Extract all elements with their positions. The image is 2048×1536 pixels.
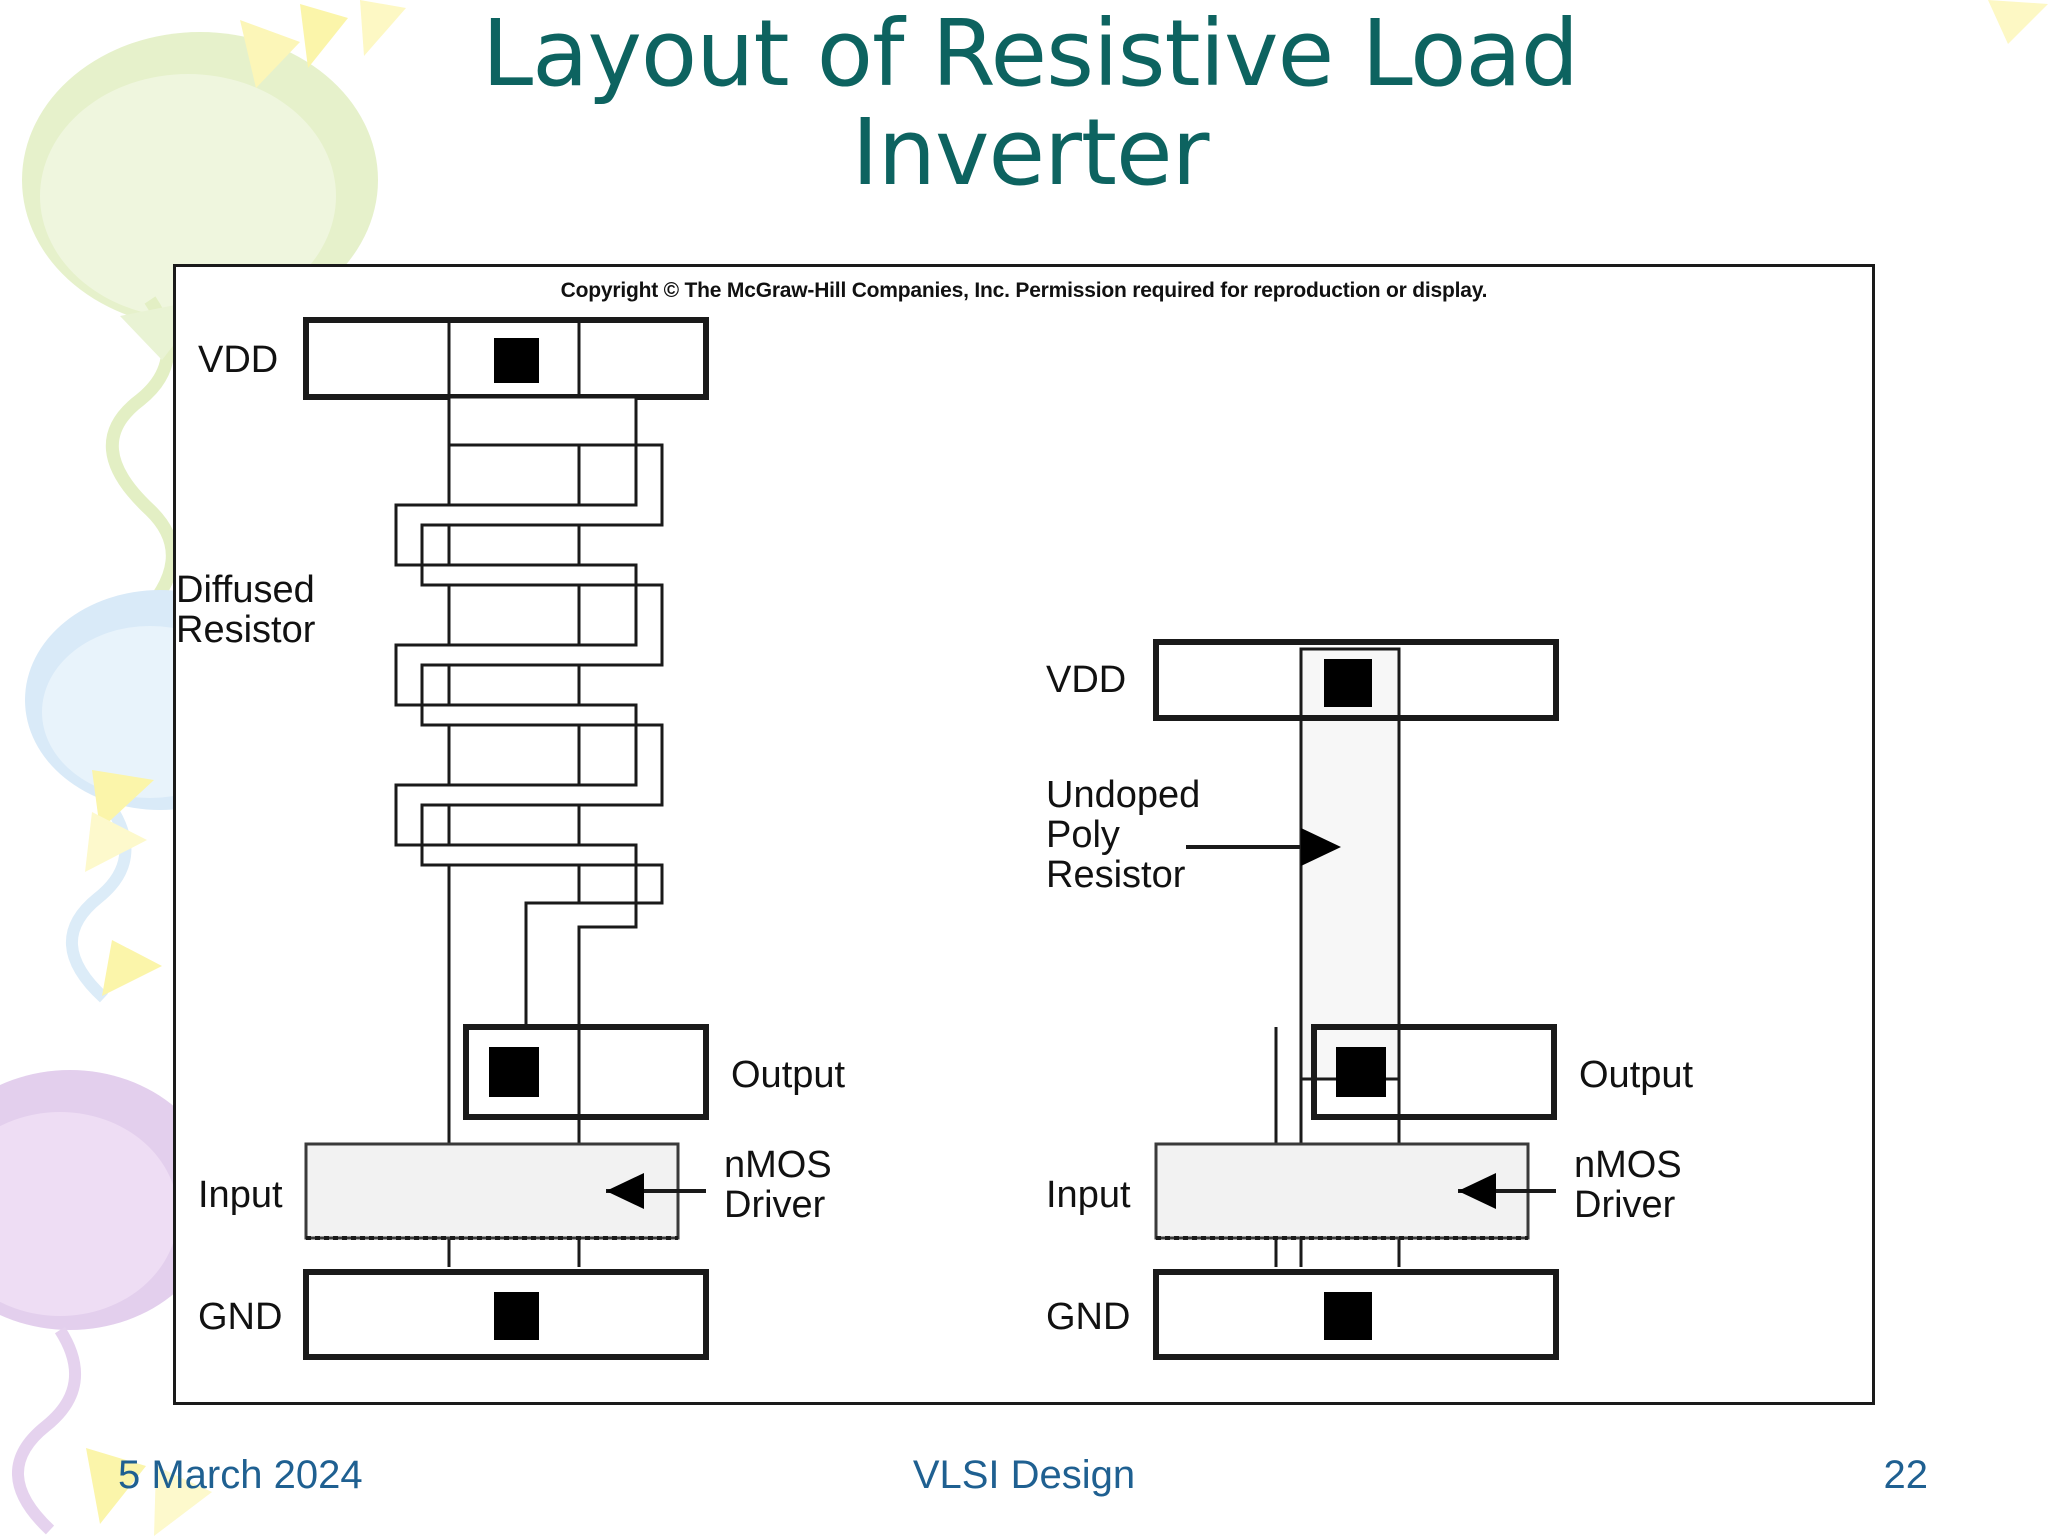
- left-resistor-label-2: Resistor: [176, 609, 316, 651]
- right-input-label: Input: [1046, 1174, 1131, 1216]
- right-output-label: Output: [1579, 1054, 1694, 1096]
- left-driver-label-1: nMOS: [724, 1144, 832, 1186]
- footer-subject: VLSI Design: [912, 1453, 1136, 1497]
- page-title: Layout of Resistive Load Inverter: [481, 0, 1579, 207]
- left-resistor-label-1: Diffused: [176, 569, 315, 611]
- right-driver-label-2: Driver: [1574, 1184, 1676, 1226]
- left-layout-diagram: VDD Diffused Resistor Output Input GND n…: [176, 317, 846, 1360]
- left-driver-label-2: Driver: [724, 1184, 826, 1226]
- left-output-label: Output: [731, 1054, 846, 1096]
- right-resistor-label-3: Resistor: [1046, 854, 1186, 896]
- footer-page-number: 22: [1883, 1453, 1929, 1497]
- right-resistor-label-1: Undoped: [1046, 774, 1200, 816]
- right-vdd-label: VDD: [1046, 659, 1126, 701]
- left-vdd-label: VDD: [198, 339, 278, 381]
- figure-image-frame: Copyright © The McGraw-Hill Companies, I…: [173, 264, 1875, 1405]
- footer-date: 5 March 2024: [118, 1453, 363, 1497]
- right-driver-label-1: nMOS: [1574, 1144, 1682, 1186]
- left-input-label: Input: [198, 1174, 283, 1216]
- right-resistor-label-2: Poly: [1046, 814, 1120, 856]
- right-gnd-label: GND: [1046, 1296, 1130, 1338]
- copyright-notice: Copyright © The McGraw-Hill Companies, I…: [560, 279, 1488, 302]
- left-gnd-label: GND: [198, 1296, 282, 1338]
- right-layout-diagram: VDD Undoped Poly Resistor Output Input G…: [1046, 639, 1694, 1360]
